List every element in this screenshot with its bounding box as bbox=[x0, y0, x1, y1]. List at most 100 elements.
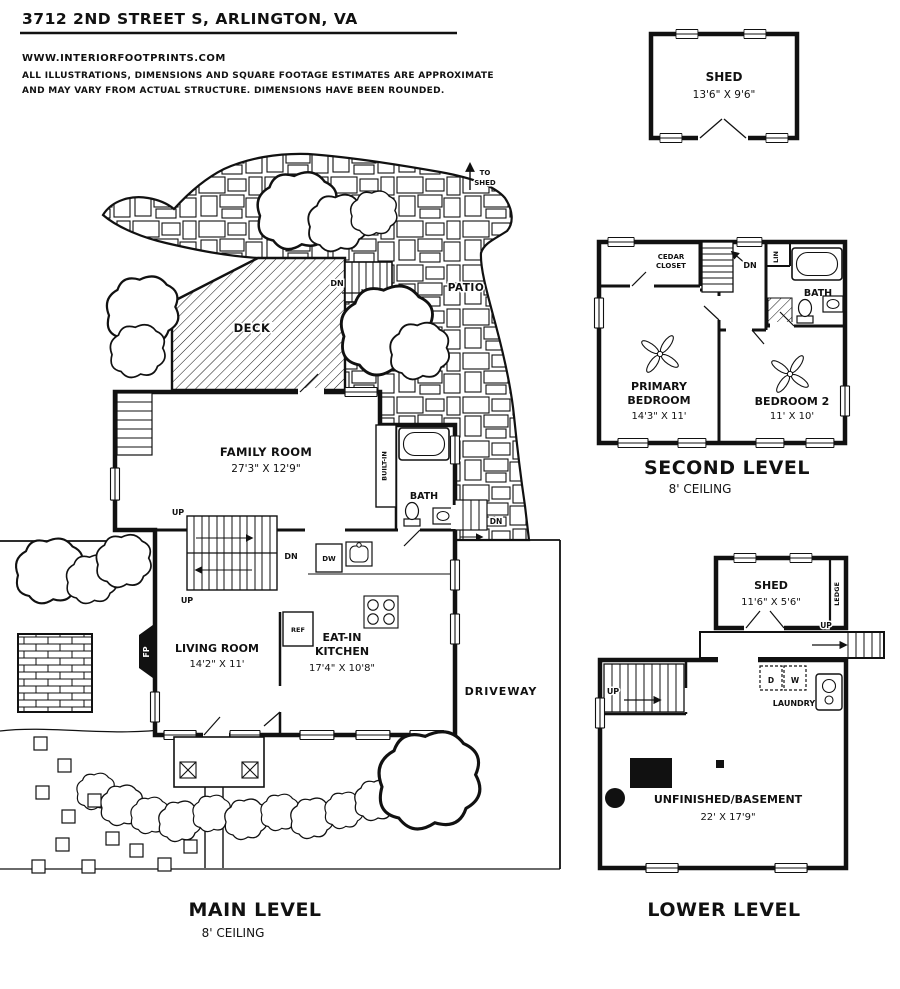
basement-label: UNFINISHED/BASEMENT bbox=[654, 793, 803, 806]
bathtub-icon bbox=[791, 247, 843, 281]
door-opening bbox=[744, 623, 784, 633]
cased-opening bbox=[305, 526, 345, 534]
stairs-dn-label: DN bbox=[284, 552, 297, 561]
bedroom2-label: BEDROOM 2 bbox=[755, 395, 830, 408]
stairs-down bbox=[701, 241, 747, 293]
primary-bedroom-label-2: BEDROOM bbox=[627, 394, 690, 407]
window-marker bbox=[789, 552, 813, 564]
window-marker bbox=[149, 691, 161, 723]
window-marker bbox=[645, 862, 679, 874]
to-shed-label-2: SHED bbox=[474, 179, 496, 187]
bathtub-icon bbox=[398, 427, 450, 461]
lower-shed-walls bbox=[713, 555, 849, 631]
main-bath-label: BATH bbox=[410, 491, 438, 502]
door-leaf bbox=[403, 529, 421, 547]
porch-posts bbox=[179, 761, 259, 779]
window-marker bbox=[677, 437, 707, 449]
website-text: WWW.INTERIORFOOTPRINTS.COM bbox=[22, 53, 226, 64]
window-marker bbox=[774, 862, 808, 874]
primary-bedroom-label-1: PRIMARY bbox=[631, 380, 688, 393]
exterior-stair-corridor: UP bbox=[699, 620, 885, 659]
front-porch bbox=[173, 736, 265, 868]
basement-stairs: UP bbox=[603, 663, 685, 713]
patio-label: PATIO bbox=[448, 282, 485, 294]
main-level-plan: TO SHED BUILT-IN BATH DN UP DN UP bbox=[0, 152, 561, 940]
window-marker bbox=[449, 435, 461, 465]
toilet-icon bbox=[796, 298, 814, 324]
bath-door-opening bbox=[398, 526, 420, 534]
living-room-dims: 14'2" X 11' bbox=[189, 659, 244, 670]
living-room-label: LIVING ROOM bbox=[175, 642, 259, 655]
window-marker bbox=[765, 132, 789, 144]
window-marker bbox=[449, 613, 461, 645]
disclaimer-line2: AND MAY VARY FROM ACTUAL STRUCTURE. DIME… bbox=[22, 86, 445, 96]
second-level-title: SECOND LEVEL bbox=[644, 457, 810, 479]
built-in-label: BUILT-IN bbox=[381, 451, 389, 481]
laundry-area: D W LAUNDRY bbox=[759, 665, 843, 711]
basement-dims: 22' X 17'9" bbox=[700, 812, 755, 823]
shed-walls bbox=[648, 31, 800, 141]
shed-dims: 13'6" X 9'6" bbox=[693, 89, 756, 101]
family-room-dims: 27'3" X 12'9" bbox=[231, 463, 300, 475]
linen-label: LIN bbox=[772, 251, 780, 263]
stove-icon bbox=[363, 595, 399, 629]
door-leaf bbox=[779, 311, 795, 327]
window-marker bbox=[617, 437, 649, 449]
window-marker bbox=[344, 386, 378, 398]
window-marker bbox=[743, 28, 767, 40]
bedroom2-dims: 11' X 10' bbox=[770, 411, 814, 422]
deck-dn-label: DN bbox=[330, 279, 343, 288]
window-marker bbox=[755, 437, 785, 449]
tree-icon bbox=[95, 533, 152, 589]
shed-label: SHED bbox=[706, 70, 743, 84]
main-level-title: MAIN LEVEL bbox=[188, 899, 321, 921]
tank-icon bbox=[605, 788, 625, 808]
cedar-closet-label-1: CEDAR bbox=[658, 253, 685, 261]
door-leaf bbox=[299, 373, 319, 393]
brick-patio bbox=[17, 633, 93, 713]
tree-icon bbox=[377, 730, 482, 831]
family-room-label: FAMILY ROOM bbox=[220, 445, 312, 459]
door-leaf bbox=[203, 716, 221, 736]
side-entry-steps: DN bbox=[454, 499, 504, 541]
fireplace-label: FP bbox=[142, 646, 151, 657]
lower-shed-label: SHED bbox=[754, 579, 788, 592]
window-marker bbox=[659, 132, 683, 144]
lower-shed-dims: 11'6" X 5'6" bbox=[741, 597, 801, 608]
window-marker bbox=[839, 385, 851, 417]
window-marker bbox=[109, 467, 121, 501]
bush-icon bbox=[389, 321, 451, 381]
window-marker bbox=[449, 559, 461, 591]
laundry-label: LAUNDRY bbox=[773, 699, 816, 708]
kitchen-label-1: EAT-IN bbox=[323, 631, 362, 644]
stairs-up-label-2: UP bbox=[181, 596, 193, 605]
sink-icon bbox=[432, 507, 454, 525]
tree-icon bbox=[109, 323, 166, 379]
mechanical-fixtures bbox=[605, 758, 724, 808]
cedar-closet-label-2: CLOSET bbox=[656, 262, 686, 270]
to-shed-label-1: TO bbox=[480, 169, 491, 177]
to-shed-pointer: TO SHED bbox=[465, 162, 497, 190]
window-marker bbox=[593, 297, 605, 329]
washer-label: W bbox=[791, 676, 800, 685]
fireplace: FP bbox=[139, 622, 157, 681]
furnace bbox=[630, 758, 672, 788]
center-stairs: UP DN UP bbox=[170, 507, 299, 607]
page-title: 3712 2ND STREET S, ARLINGTON, VA bbox=[22, 10, 358, 28]
window-marker bbox=[805, 437, 835, 449]
corridor-up-label: UP bbox=[820, 621, 832, 630]
kitchen-fixtures: DW REF bbox=[282, 541, 452, 647]
door-leaf bbox=[751, 329, 765, 345]
driveway-label: DRIVEWAY bbox=[465, 685, 538, 698]
dryer-label: D bbox=[768, 676, 774, 685]
dryer bbox=[759, 665, 783, 691]
basement-up-label: UP bbox=[607, 687, 619, 696]
linen-closet-walls bbox=[766, 242, 791, 267]
dishwasher-label: DW bbox=[322, 555, 336, 563]
second-level-plan: CEDAR CLOSET DN LIN BATH PRIMARY BEDROOM… bbox=[593, 236, 851, 496]
built-in-closet bbox=[375, 424, 397, 508]
kitchen-label-2: KITCHEN bbox=[315, 645, 369, 658]
window-marker bbox=[607, 236, 635, 248]
main-level-ceiling: 8' CEILING bbox=[202, 926, 265, 940]
